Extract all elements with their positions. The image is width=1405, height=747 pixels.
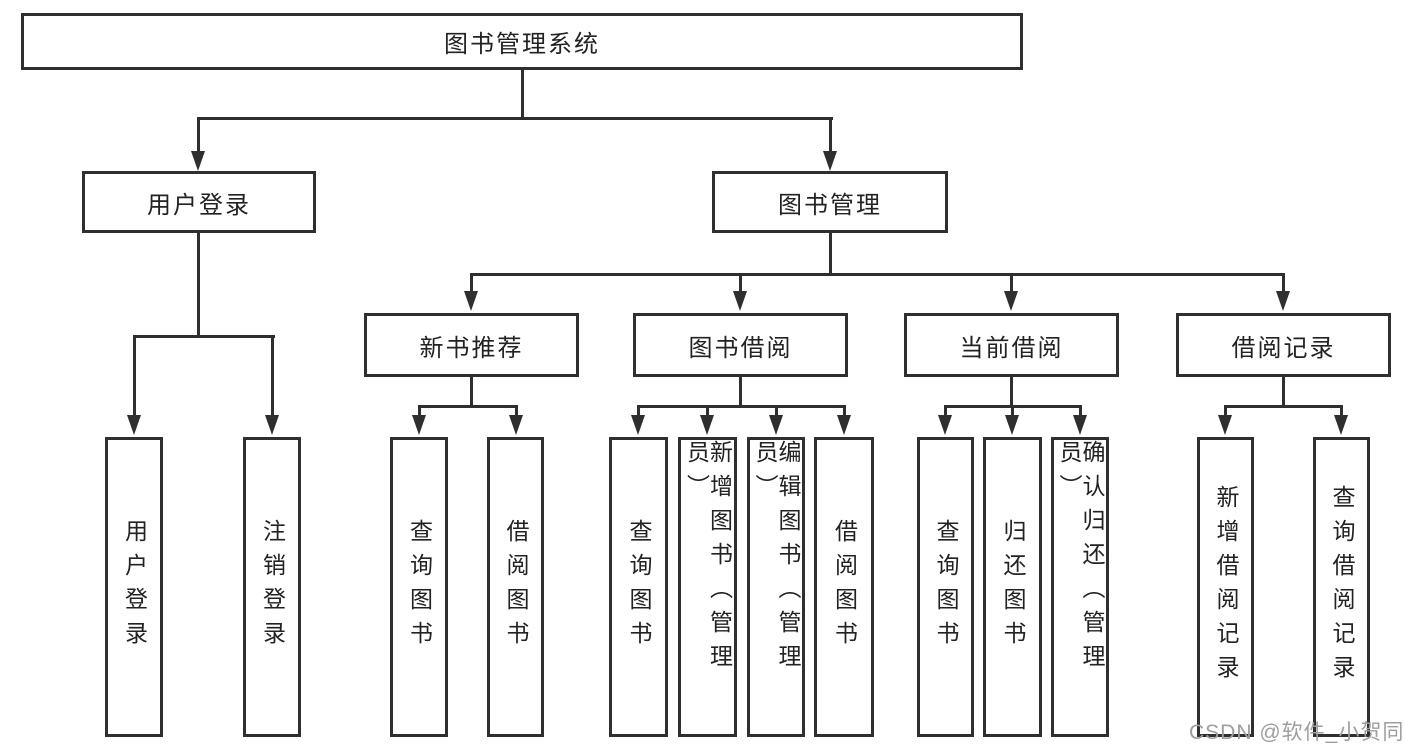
arrow-down-icon — [464, 291, 478, 311]
leaf-query-books-borrow: 查询图书 — [609, 437, 668, 737]
leaf-user-login: 用户登录 — [105, 437, 163, 737]
connector-drop-leaf — [843, 405, 846, 417]
arrow-down-icon — [1005, 415, 1019, 435]
arrow-down-icon — [700, 415, 714, 435]
connector-drop-leaf — [775, 405, 778, 417]
leaf-borrow-books-recommend: 借阅图书 — [487, 437, 544, 737]
connector-group-hbar — [1224, 405, 1343, 408]
node-new-book-recommend: 新书推荐 — [364, 313, 579, 377]
arrow-down-icon — [1004, 291, 1018, 311]
leaf-add-borrow-record: 新增借阅记录 — [1197, 437, 1254, 737]
leaf-label: 归还图书 — [1000, 519, 1026, 655]
arrow-down-icon — [412, 415, 426, 435]
connector-group-hbar — [637, 405, 846, 408]
node-current-borrow: 当前借阅 — [904, 313, 1119, 377]
leaf-logout: 注销登录 — [243, 437, 301, 737]
arrow-down-icon — [191, 151, 205, 171]
connector-book-mgmt-stem — [829, 233, 832, 276]
connector-drop-group — [470, 273, 473, 291]
arrow-down-icon — [938, 415, 952, 435]
connector-group-stem — [739, 377, 742, 407]
connector-book-mgmt-hbar — [470, 273, 1285, 276]
leaf-query-books-current: 查询图书 — [917, 437, 974, 737]
leaf-label: 用户登录 — [121, 519, 148, 655]
arrow-down-icon — [1073, 415, 1087, 435]
leaf-add-book-admin: 新增图书（管理员） — [678, 437, 737, 737]
arrow-down-icon — [769, 415, 783, 435]
node-label: 图书管理 — [778, 191, 882, 219]
connector-drop-leaf — [706, 405, 709, 417]
connector-drop-leaf — [637, 405, 640, 417]
leaf-label: 新增图书（管理员） — [683, 440, 733, 678]
leaf-edit-book-admin: 编辑图书（管理员） — [747, 437, 805, 737]
connector-drop-leaf — [1224, 405, 1227, 417]
arrow-down-icon — [837, 415, 851, 435]
connector-drop-leaf — [271, 335, 274, 415]
arrow-down-icon — [823, 151, 837, 171]
arrow-down-icon — [1276, 291, 1290, 311]
arrow-down-icon — [1334, 415, 1348, 435]
arrow-down-icon — [127, 415, 141, 435]
leaf-label: 借阅图书 — [831, 519, 858, 655]
arrow-down-icon — [1218, 415, 1232, 435]
node-borrow-records: 借阅记录 — [1176, 313, 1391, 377]
connector-user-login-hbar — [133, 335, 275, 338]
leaf-label: 查询图书 — [933, 519, 959, 655]
node-label: 新书推荐 — [419, 334, 524, 362]
leaf-label: 新增借阅记录 — [1213, 485, 1239, 689]
node-label: 用户登录 — [147, 191, 251, 219]
node-label: 当前借阅 — [959, 334, 1064, 362]
connector-drop-group — [1010, 273, 1013, 291]
connector-group-stem — [1282, 377, 1285, 407]
connector-drop-leaf — [418, 405, 421, 417]
arrow-down-icon — [631, 415, 645, 435]
connector-group-hbar — [418, 405, 518, 408]
node-system-root: 图书管理系统 — [21, 13, 1023, 70]
node-label: 借阅记录 — [1231, 334, 1336, 362]
leaf-borrow-books: 借阅图书 — [814, 437, 874, 737]
arrow-down-icon — [733, 291, 747, 311]
connector-drop-leaf — [1340, 405, 1343, 417]
csdn-watermark: CSDN @软件_小贺同学 — [1189, 721, 1405, 744]
node-book-borrow: 图书借阅 — [633, 313, 848, 377]
leaf-label: 查询图书 — [406, 519, 433, 655]
leaf-label: 确认归还（管理员） — [1056, 440, 1105, 678]
node-label: 图书借阅 — [688, 334, 793, 362]
leaf-label: 查询借阅记录 — [1329, 485, 1355, 689]
connector-root-stem — [521, 68, 524, 119]
connector-drop-group — [739, 273, 742, 291]
leaf-label: 编辑图书（管理员） — [752, 440, 801, 678]
connector-drop-book-mgmt — [829, 117, 832, 153]
connector-drop-leaf — [1079, 405, 1082, 417]
connector-group-stem — [1010, 377, 1013, 407]
connector-group-stem — [470, 377, 473, 407]
node-label: 图书管理系统 — [444, 31, 600, 58]
connector-drop-leaf — [515, 405, 518, 417]
node-book-management: 图书管理 — [712, 171, 948, 233]
connector-user-login-stem — [197, 233, 200, 337]
connector-root-hbar — [197, 117, 833, 120]
connector-drop-group — [1282, 273, 1285, 291]
leaf-label: 注销登录 — [259, 519, 286, 655]
connector-drop-leaf — [133, 335, 136, 415]
leaf-query-books-recommend: 查询图书 — [390, 437, 448, 737]
leaf-query-borrow-record: 查询借阅记录 — [1313, 437, 1370, 737]
connector-drop-leaf — [1011, 405, 1014, 417]
leaf-label: 借阅图书 — [503, 519, 529, 655]
leaf-label: 查询图书 — [626, 519, 652, 655]
connector-drop-user-login — [197, 117, 200, 153]
leaf-return-book: 归还图书 — [983, 437, 1042, 737]
node-user-login: 用户登录 — [82, 171, 316, 233]
connector-drop-leaf — [944, 405, 947, 417]
arrow-down-icon — [509, 415, 523, 435]
arrow-down-icon — [265, 415, 279, 435]
leaf-confirm-return-admin: 确认归还（管理员） — [1051, 437, 1109, 737]
